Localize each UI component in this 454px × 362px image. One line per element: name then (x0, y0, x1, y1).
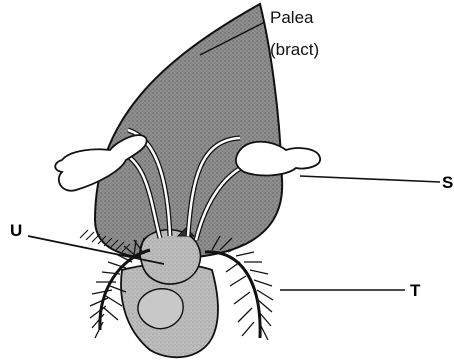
anther-right (236, 142, 320, 176)
ovary (140, 230, 200, 284)
label-u: U (10, 221, 22, 240)
lodicule (138, 289, 183, 329)
label-bract: (bract) (270, 40, 319, 59)
s-leader-line (300, 176, 440, 182)
label-s: S (442, 173, 453, 192)
label-palea: Palea (270, 8, 314, 27)
label-t: T (410, 281, 421, 300)
